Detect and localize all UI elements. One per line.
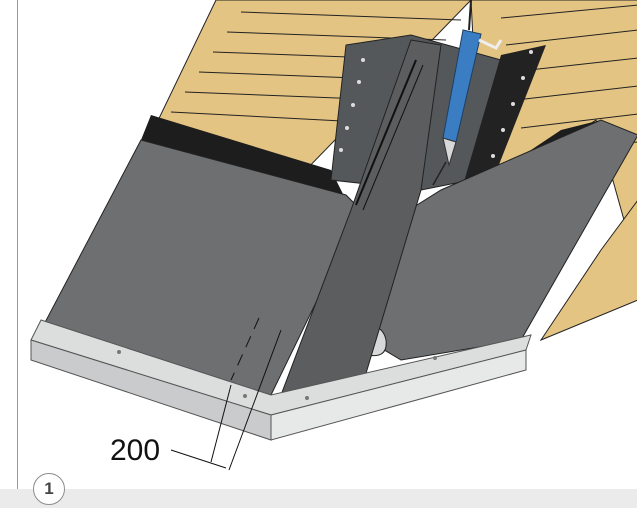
sealant-line-2	[362, 64, 424, 211]
step-number: 1	[44, 479, 54, 498]
footer-band	[0, 489, 637, 508]
dimension-label: 200	[110, 434, 161, 467]
dimension-lines	[170, 317, 282, 471]
sealant-cartridge-icon	[432, 0, 503, 186]
shadow-strip-left	[141, 115, 346, 200]
eave-edge-front-right	[270, 349, 527, 441]
roof-valley-illustration	[17, 0, 637, 490]
nail-dots	[339, 50, 533, 158]
valley-underlay-edge	[463, 45, 546, 185]
sealant-line	[355, 59, 417, 206]
roof-valley-drawing	[30, 0, 637, 471]
step-number-badge: 1	[33, 473, 65, 505]
eave-screws	[117, 350, 437, 400]
